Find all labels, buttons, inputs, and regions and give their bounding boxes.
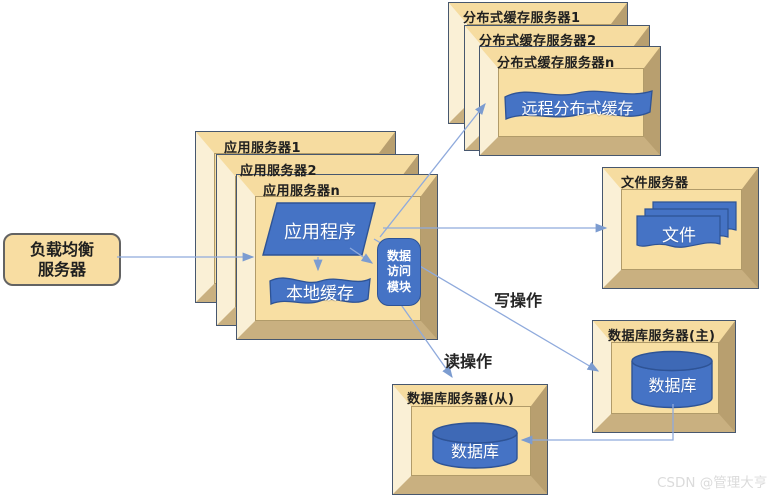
app-server-title-n: 应用服务器n <box>263 184 341 199</box>
cache-server-title-2: 分布式缓存服务器2 <box>479 34 597 49</box>
db-master-title: 数据库服务器(主) <box>608 329 716 344</box>
db-master-label: 数据库 <box>648 376 697 395</box>
db-slave-title: 数据库服务器(从) <box>407 392 515 407</box>
app-program-label: 应用程序 <box>284 222 356 243</box>
read-operation-label: 读操作 <box>444 352 493 371</box>
data-access-module: 数据 访问 模块 <box>377 238 421 306</box>
data-access-module-line3: 模块 <box>386 279 411 294</box>
load-balancer-label-line2: 服务器 <box>37 259 86 279</box>
app-server-title-1: 应用服务器1 <box>224 141 302 156</box>
write-operation-label: 写操作 <box>494 291 543 310</box>
load-balancer-label-line1: 负载均衡 <box>29 240 94 260</box>
local-cache-label: 本地缓存 <box>286 284 354 304</box>
files-label: 文件 <box>662 226 696 246</box>
file-server-title: 文件服务器 <box>621 176 689 191</box>
remote-cache-label: 远程分布式缓存 <box>521 99 634 118</box>
data-access-module-line1: 数据 <box>386 248 411 263</box>
csdn-watermark: CSDN @管理大亨 <box>657 475 768 491</box>
data-access-module-line2: 访问 <box>386 264 411 279</box>
app-server-title-2: 应用服务器2 <box>240 164 318 179</box>
cache-server-title-n: 分布式缓存服务器n <box>497 56 615 71</box>
cache-server-title-1: 分布式缓存服务器1 <box>463 11 581 26</box>
db-slave-label: 数据库 <box>450 442 499 461</box>
load-balancer-node: 负载均衡 服务器 <box>3 233 121 286</box>
